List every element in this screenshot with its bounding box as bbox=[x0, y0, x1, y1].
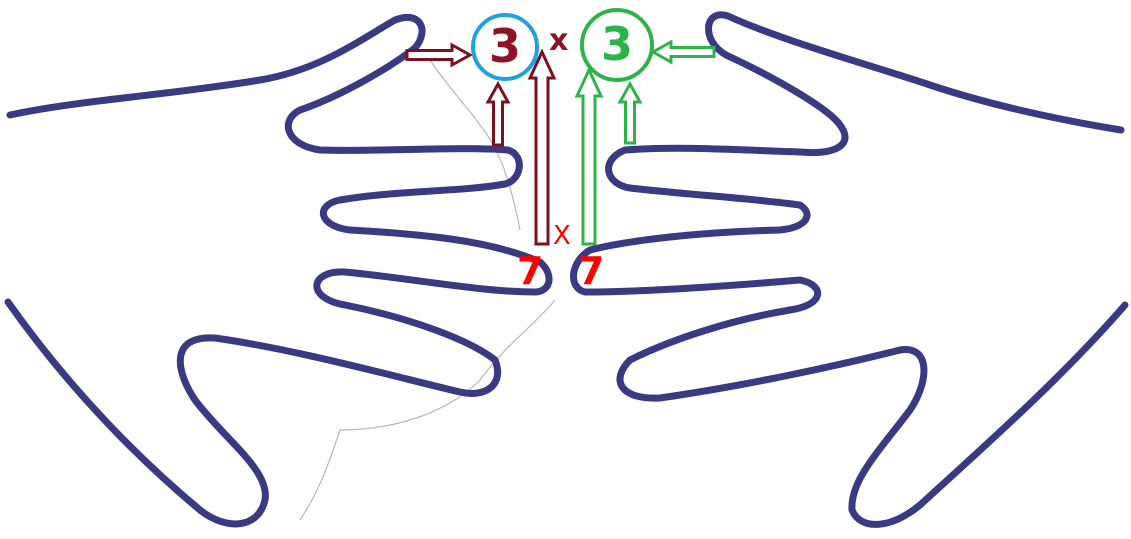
right-thumb-arrow-icon bbox=[649, 39, 716, 65]
left-finger-number: 7 bbox=[517, 249, 544, 293]
left-long-arrow-icon bbox=[527, 48, 557, 246]
left-hand-outline bbox=[4, 13, 553, 528]
multiply-sign: x bbox=[549, 23, 569, 58]
pencil-line bbox=[299, 299, 556, 521]
pencil-line bbox=[429, 59, 521, 231]
left-thumb-arrow-icon bbox=[405, 42, 474, 68]
finger-multiply-sign: X bbox=[553, 221, 571, 251]
right-index-arrow-icon bbox=[617, 80, 643, 145]
right-result-digit: 3 bbox=[600, 17, 633, 71]
right-hand-outline bbox=[570, 11, 1129, 528]
right-long-arrow-icon bbox=[574, 66, 604, 246]
left-index-arrow-icon bbox=[485, 80, 511, 147]
right-finger-number: 7 bbox=[578, 249, 605, 293]
left-result-digit: 3 bbox=[488, 19, 521, 73]
